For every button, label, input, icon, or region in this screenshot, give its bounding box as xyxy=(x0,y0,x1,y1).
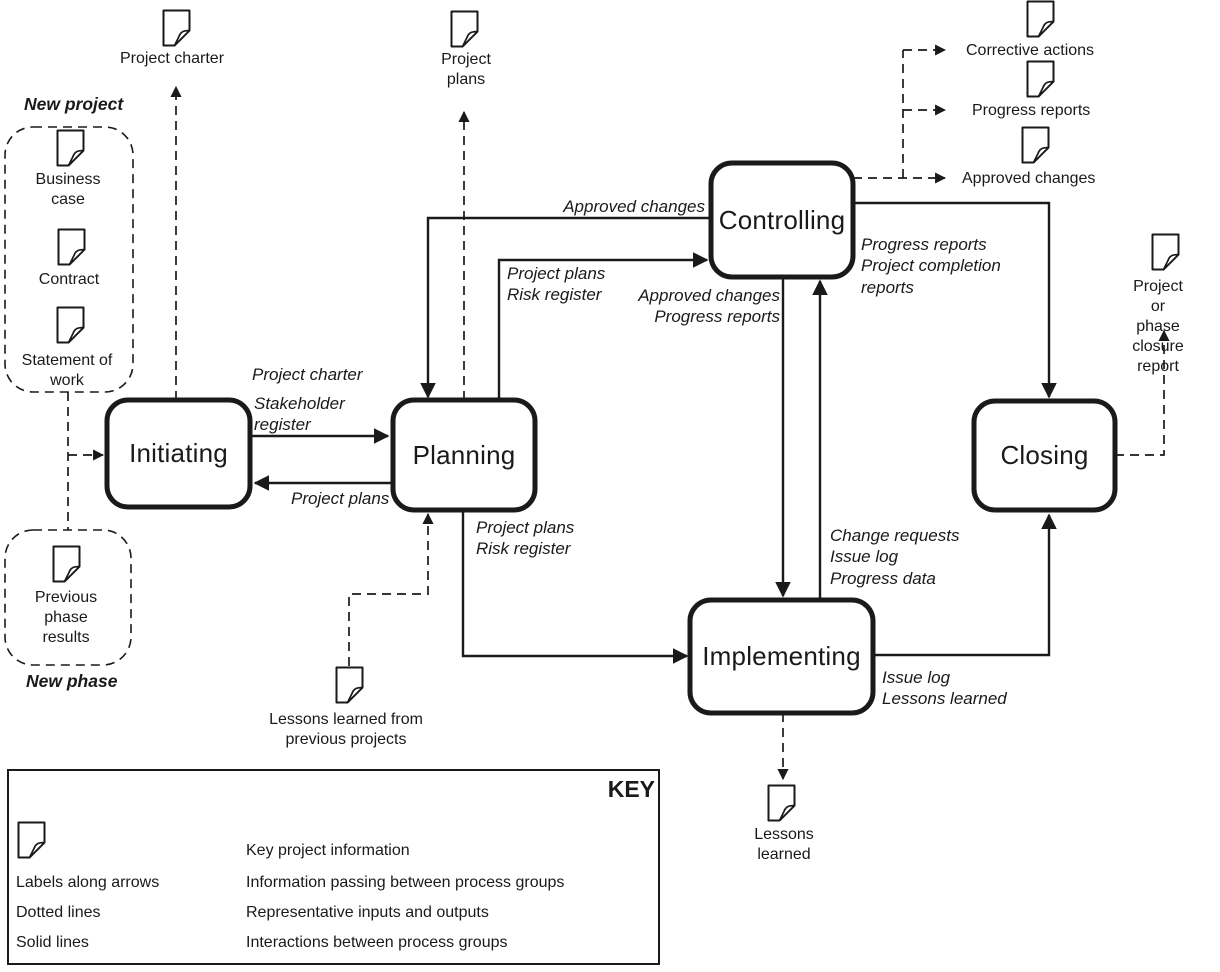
arrow-label-planning-to-controlling: Project plans Risk register xyxy=(507,264,606,305)
project-charter-doc-label: Project charter xyxy=(119,50,225,67)
node-implementing-label: Implementing xyxy=(702,641,861,671)
node-controlling-label: Controlling xyxy=(718,204,846,235)
key-row-label: Labels along arrows xyxy=(16,874,160,891)
previous-phase-results-label: Previous phase results xyxy=(34,589,98,646)
arrow-controlling-to-closing xyxy=(853,201,1057,399)
contract-label: Contract xyxy=(38,271,100,288)
lessons-learned-label: Lessons learned xyxy=(754,826,814,863)
key-row-description: Information passing between process grou… xyxy=(246,874,565,891)
key-row-description: Representative inputs and outputs xyxy=(246,904,489,921)
arrow-label-implementing-to-closing: Issue log Lessons learned xyxy=(882,668,1007,709)
statement-of-work-label: Statement of work xyxy=(21,352,113,389)
progress-reports-output-label: Progress reports xyxy=(972,102,1091,119)
node-initiating-box xyxy=(104,397,253,510)
arrow-label-controlling-to-implementing: Approved changes Progress reports xyxy=(638,286,780,327)
new-project-group-box xyxy=(4,126,134,393)
dashed-arrow-lessons-to-planning xyxy=(348,512,434,666)
key-legend-box xyxy=(7,769,660,965)
arrow-label-implementing-to-controlling: Change requests Issue log Progress data xyxy=(830,526,960,588)
arrow-label-approved-changes-to-planning: Approved changes xyxy=(563,197,705,216)
key-row-description: Key project information xyxy=(246,842,410,859)
node-planning-label: Planning xyxy=(412,439,516,470)
document-icon xyxy=(335,666,364,704)
document-icon xyxy=(57,228,86,266)
dashed-arrow-closing-to-closure-report xyxy=(1115,329,1170,456)
node-closing-label: Closing xyxy=(1000,440,1089,470)
arrow-label-project-charter: Project charter xyxy=(252,365,363,384)
key-row-description: Interactions between process groups xyxy=(246,934,508,951)
node-closing-box xyxy=(971,398,1118,513)
document-icon xyxy=(56,129,85,167)
corrective-actions-label: Corrective actions xyxy=(966,42,1095,59)
lessons-learned-previous-label: Lessons learned from previous projects xyxy=(269,711,423,748)
arrow-label-project-plans-to-initiating: Project plans xyxy=(291,489,390,508)
arrow-controlling-to-planning xyxy=(420,216,711,399)
node-controlling-box xyxy=(708,160,856,280)
project-plans-doc-label: Project plans xyxy=(441,51,491,88)
node-implementing-box xyxy=(687,597,876,716)
document-icon xyxy=(767,784,796,822)
arrow-label-controlling-to-closing: Progress reports Project completion repo… xyxy=(861,235,1001,297)
business-case-label: Business case xyxy=(35,171,101,208)
document-icon xyxy=(450,10,479,48)
arrow-planning-to-implementing xyxy=(461,510,689,664)
document-icon xyxy=(1021,126,1050,164)
new-phase-label: New phase xyxy=(26,671,118,691)
document-icon xyxy=(1026,0,1055,38)
key-row-label: Solid lines xyxy=(16,934,89,951)
document-icon xyxy=(1026,60,1055,98)
new-project-label: New project xyxy=(24,94,124,114)
node-initiating-label: Initiating xyxy=(129,438,228,468)
approved-changes-output-label: Approved changes xyxy=(962,170,1096,187)
key-row-label: Dotted lines xyxy=(16,904,101,921)
arrow-label-planning-to-implementing: Project plans Risk register xyxy=(476,518,575,559)
document-icon xyxy=(52,545,81,583)
document-icon xyxy=(56,306,85,344)
closure-report-label: Project or phase closure report xyxy=(1132,278,1184,375)
arrow-label-stakeholder-register: Stakeholder register xyxy=(254,394,345,435)
node-planning-box xyxy=(390,397,538,513)
arrow-implementing-to-closing xyxy=(873,513,1057,657)
document-icon xyxy=(1151,233,1180,271)
document-icon xyxy=(162,9,191,47)
key-title: KEY xyxy=(607,776,655,802)
arrow-planning-to-controlling xyxy=(497,252,709,400)
